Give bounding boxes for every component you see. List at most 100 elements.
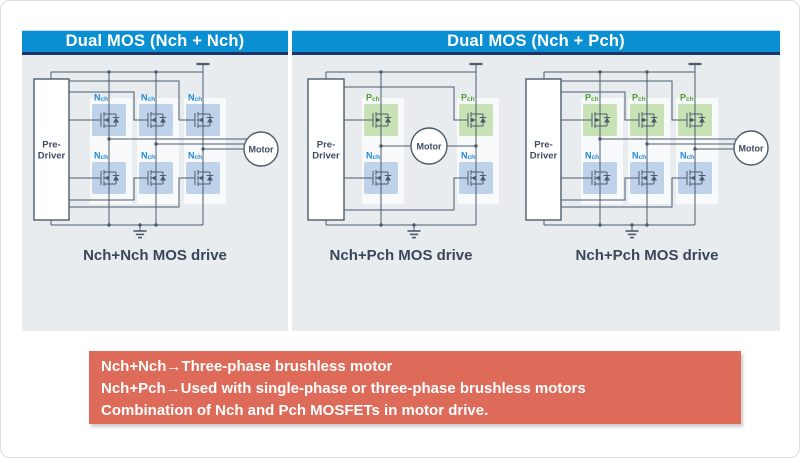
- junction-dot: [379, 70, 383, 74]
- mosfet-nch: Nch: [139, 151, 173, 194]
- pre-driver-label: Pre-: [534, 140, 552, 151]
- arrow: [699, 175, 705, 181]
- power-icon: [688, 62, 702, 72]
- arrow: [699, 117, 705, 123]
- junction-dot: [107, 223, 111, 227]
- arrow: [151, 117, 156, 123]
- pre-driver-box: Pre-Driver: [33, 78, 70, 221]
- panel-title-nch-pch: Dual MOS (Nch + Pch): [292, 30, 780, 55]
- power-icon: [196, 62, 210, 72]
- mosfet-nch: Nch: [583, 151, 617, 194]
- note-line-3: Combination of Nch and Pch MOSFETs in mo…: [101, 402, 489, 419]
- junction-dot: [474, 144, 478, 148]
- junction-dot: [693, 147, 697, 151]
- mosfet-pch: Pch: [630, 93, 664, 136]
- mosfet-nch: Nch: [364, 151, 398, 194]
- pre-driver-label: Pre-: [317, 140, 335, 151]
- mosfet-type-label: Nch: [94, 93, 108, 104]
- junction-dot: [201, 147, 205, 151]
- mosfet-type-label: Nch: [585, 151, 599, 162]
- arrow: [160, 117, 166, 123]
- mosfet-nch: Nch: [678, 151, 712, 194]
- mosfet-type-label: Pch: [632, 93, 646, 104]
- arrow: [651, 117, 657, 123]
- motor-label: Motor: [417, 142, 442, 152]
- mosfet-nch: Nch: [186, 93, 220, 136]
- caption-nch-pch-drive-2: Nch+Pch MOS drive: [575, 247, 719, 264]
- junction-dot: [630, 223, 634, 227]
- junction-dot: [645, 142, 649, 146]
- gate-wire: [344, 86, 459, 121]
- mosfet-pch: Pch: [583, 93, 617, 136]
- mosfet-type-label: Nch: [141, 93, 155, 104]
- arrow: [198, 117, 203, 123]
- motor-outline: [733, 130, 769, 166]
- mosfet-nch: Nch: [459, 151, 493, 194]
- pre-driver-label: Driver: [38, 151, 66, 162]
- mosfet-type-label: Nch: [188, 151, 202, 162]
- junction-dot: [645, 70, 649, 74]
- gate-wire: [69, 80, 186, 121]
- mosfet-pch: Pch: [459, 93, 493, 136]
- arrow: [642, 175, 647, 181]
- mosfet-type-label: Pch: [680, 93, 694, 104]
- junction-dot: [107, 70, 111, 74]
- pre-driver-box: Pre-Driver: [525, 78, 562, 221]
- junction-dot: [598, 70, 602, 74]
- arrow: [113, 117, 119, 123]
- caption-nch-nch-drive: Nch+Nch MOS drive: [83, 247, 227, 264]
- arrow: [595, 117, 600, 123]
- gate-wire: [561, 177, 678, 208]
- power-icon: [469, 62, 483, 72]
- motor-circle: Motor: [243, 131, 279, 167]
- pre-driver-label: Driver: [312, 151, 340, 162]
- motor-outline: [410, 127, 448, 165]
- junction-dot: [138, 223, 142, 227]
- mosfet-type-label: Nch: [632, 151, 646, 162]
- junction-dot: [379, 223, 383, 227]
- arrow: [471, 175, 476, 181]
- motor-outline: [243, 131, 279, 167]
- junction-dot: [598, 223, 602, 227]
- caption-nch-pch-drive-1: Nch+Pch MOS drive: [329, 247, 473, 264]
- junction-dot: [154, 142, 158, 146]
- arrow: [198, 175, 203, 181]
- mosfet-nch: Nch: [139, 93, 173, 136]
- arrow: [104, 117, 109, 123]
- junction-dot: [412, 223, 416, 227]
- junction-dot: [154, 223, 158, 227]
- mosfet-type-label: Nch: [94, 151, 108, 162]
- arrow: [480, 117, 486, 123]
- note-line-2: Nch+Pch→Used with single-phase or three-…: [101, 380, 586, 397]
- arrow: [642, 117, 647, 123]
- pre-driver-box: Pre-Driver: [307, 78, 345, 221]
- mosfet-type-label: Nch: [141, 151, 155, 162]
- ground-icon: [625, 225, 639, 239]
- gate-wire: [561, 177, 630, 201]
- panel-title-nch-nch: Dual MOS (Nch + Nch): [22, 30, 288, 55]
- mosfet-type-label: Pch: [585, 93, 599, 104]
- mosfet-type-label: Nch: [461, 151, 475, 162]
- mosfet-nch: Nch: [630, 151, 664, 194]
- junction-dot: [645, 223, 649, 227]
- gate-wire: [561, 80, 678, 121]
- arrow: [151, 175, 156, 181]
- arrow: [385, 175, 391, 181]
- mosfet-pch: Pch: [678, 93, 712, 136]
- junction-dot: [598, 137, 602, 141]
- arrow: [376, 117, 381, 123]
- junction-dot: [379, 144, 383, 148]
- ground-icon: [407, 225, 421, 239]
- mosfet-pch: Pch: [364, 93, 398, 136]
- mosfet-type-label: Nch: [366, 151, 380, 162]
- mosfet-nch: Nch: [186, 151, 220, 194]
- motor-label: Motor: [249, 145, 274, 155]
- pre-driver-label: Driver: [530, 151, 558, 162]
- mosfet-type-label: Pch: [366, 93, 380, 104]
- arrow: [376, 175, 381, 181]
